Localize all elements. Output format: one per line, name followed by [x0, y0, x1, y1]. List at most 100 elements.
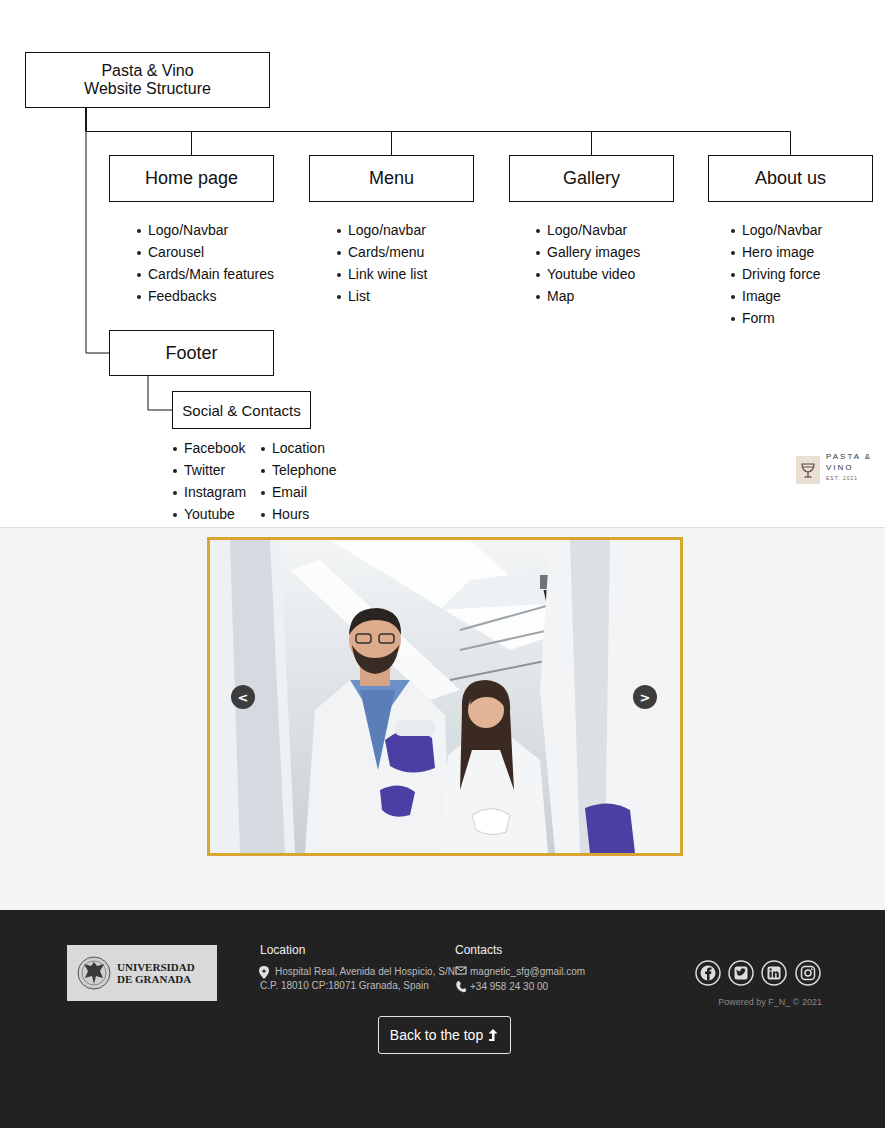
section-box: Social & Contacts: [172, 391, 311, 429]
graphic-part: [805, 970, 811, 976]
graphic-part: [450, 660, 550, 680]
footer-heading: Location: [260, 943, 305, 958]
bullet-item: Form: [728, 309, 775, 327]
graphic-part: [729, 961, 753, 985]
bullet-item: Youtube video: [533, 265, 635, 283]
bullet-item: Link wine list: [334, 265, 427, 283]
graphic-part: [762, 961, 786, 985]
tree-connector: [148, 376, 172, 410]
box-label: UNIVERSIDAD DE GRANADA: [117, 961, 207, 985]
bullet-item: Hero image: [728, 243, 814, 261]
graphic-part: [701, 966, 716, 981]
bullet-item: Gallery images: [533, 243, 640, 261]
box-label: Pasta & Vino Website Structure: [78, 62, 218, 98]
graphic-part: [796, 961, 820, 985]
box-content: Menu: [369, 168, 414, 189]
bullet-item: Carousel: [134, 243, 204, 261]
box-label: About us: [755, 168, 826, 189]
box-content: Gallery: [563, 168, 620, 189]
bullet-item: Youtube: [170, 505, 235, 523]
phone-text: +34 958 24 30 00: [470, 980, 548, 993]
page-box: About us: [708, 155, 873, 202]
graphic-part: [770, 972, 772, 978]
logo-tagline: EST. 2021: [826, 475, 858, 481]
graphic-part: [736, 968, 746, 975]
box-label: <: [238, 690, 249, 705]
graphic-part: [259, 966, 269, 979]
graphic-part: [440, 736, 548, 853]
bullet-item: Facebook: [170, 439, 245, 457]
graphic-part: [380, 785, 415, 816]
page-box: Gallery: [509, 155, 674, 202]
logo-word: VINO: [826, 463, 854, 473]
graphic-part: [210, 540, 680, 853]
graphic-part: [470, 689, 504, 706]
graphic-part: [803, 467, 813, 468]
graphic-part: [290, 560, 460, 700]
carousel-button: <: [231, 685, 255, 709]
box-label: Home page: [145, 168, 238, 189]
bullet-item: Email: [258, 483, 307, 501]
footer-heading: Contacts: [455, 943, 502, 958]
box-content: About us: [755, 168, 826, 189]
graphic-part: [395, 720, 435, 736]
bullet-item: Driving force: [728, 265, 821, 283]
bullet-item: Feedbacks: [134, 287, 216, 305]
footer-box: Footer: [109, 330, 274, 376]
graphic-part: [84, 962, 104, 984]
tree-connector: [86, 108, 791, 155]
bullet-item: Map: [533, 287, 574, 305]
tree-connector: [86, 108, 109, 353]
graphic-part: [379, 634, 394, 643]
graphic-part: [796, 961, 820, 985]
bullet-item: Cards/Main features: [134, 265, 274, 283]
graphic-part: [762, 961, 786, 985]
graphic-part: [456, 981, 466, 992]
back-to-top-button: Back to the top: [378, 1016, 511, 1054]
title-box: Pasta & Vino Website Structure: [25, 52, 270, 108]
graphic-part: [805, 476, 812, 477]
graphic-part: [802, 464, 814, 472]
box-content: UNIVERSIDAD DE GRANADA: [117, 961, 207, 985]
page-box: Home page: [109, 155, 274, 202]
graphic-part: [729, 961, 753, 985]
bullet-item: Logo/Navbar: [728, 221, 822, 239]
bullet-item: Telephone: [258, 461, 337, 479]
graphic-part: [807, 472, 808, 477]
graphic-part: [796, 456, 820, 484]
graphic-part: [773, 971, 779, 977]
box-content: Pasta & Vino Website Structure: [78, 62, 218, 98]
bullet-item: Cards/menu: [334, 243, 424, 261]
graphic-part: [472, 809, 510, 835]
box-content: <: [238, 690, 249, 705]
bullet-item: Logo/Navbar: [134, 221, 228, 239]
box-label: Gallery: [563, 168, 620, 189]
carousel-button: >: [633, 685, 657, 709]
university-logo: UNIVERSIDAD DE GRANADA: [67, 945, 217, 1001]
graphic-part: [78, 957, 110, 989]
box-content: Social & Contacts: [182, 402, 300, 419]
graphic-part: [210, 540, 295, 853]
graphic-part: [352, 645, 399, 674]
graphic-part: [356, 634, 371, 643]
footer-band: [0, 910, 885, 1128]
logo-word: PASTA &: [826, 452, 872, 462]
logo-icon: [796, 456, 820, 484]
email-text: magnetic_sfg@gmail.com: [470, 965, 585, 978]
bullet-item: Hours: [258, 505, 309, 523]
graphic-part: [735, 967, 748, 980]
graphic-part: [456, 967, 466, 974]
graphic-part: [696, 961, 720, 985]
carousel-photo: [210, 540, 680, 853]
up-arrow-shape: [489, 1029, 498, 1041]
page-box: Menu: [309, 155, 474, 202]
graphic-part: [768, 967, 781, 980]
graphic-part: [540, 540, 680, 853]
bullet-item: Instagram: [170, 483, 246, 501]
box-content: Footer: [165, 343, 217, 364]
box-content: Home page: [145, 168, 238, 189]
graphic-part: [802, 967, 815, 980]
box-label: Social & Contacts: [182, 402, 300, 419]
graphic-part: [460, 680, 514, 790]
